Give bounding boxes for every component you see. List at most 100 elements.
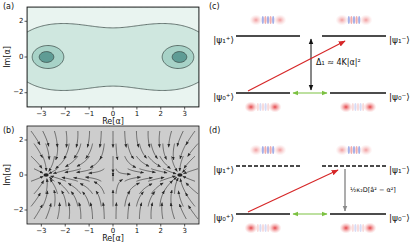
tick-label: −3 <box>36 111 46 118</box>
stream-line <box>54 190 55 206</box>
stream-line <box>139 184 152 194</box>
axis-label: Re[α] <box>102 118 124 126</box>
stream-line <box>179 204 186 219</box>
stream-line <box>139 203 141 219</box>
stream-line <box>136 131 138 147</box>
interference-fringe <box>262 16 264 24</box>
stream-line <box>43 191 48 207</box>
stream-line <box>46 203 51 219</box>
tick-label: 2 <box>159 111 163 118</box>
cat-state-icon <box>245 223 282 234</box>
stream-line <box>169 131 172 147</box>
state-label: |ψ₀⁺⟩ <box>213 214 234 223</box>
axis-label: Im[α] <box>4 46 12 68</box>
coherent-blob <box>360 145 373 156</box>
stream-line <box>188 206 198 219</box>
tick-label: 0 <box>19 172 23 179</box>
interference-fringe <box>362 103 364 111</box>
interference-fringe <box>262 146 264 154</box>
stream-line <box>62 191 67 207</box>
tick-mark <box>41 107 42 110</box>
coherent-blob <box>250 145 263 156</box>
stream-line <box>163 144 167 160</box>
cat-state-icon <box>336 145 373 156</box>
interference-fringe <box>264 146 266 154</box>
interference-fringe <box>362 224 364 232</box>
axis-label: Re[α] <box>102 235 124 243</box>
stream-line <box>139 144 146 159</box>
stream-line <box>94 182 104 194</box>
stream-line <box>77 156 90 166</box>
contour-level <box>27 7 199 107</box>
axis-label: Im[α] <box>4 164 12 186</box>
stream-line <box>66 131 68 147</box>
interference-fringe <box>267 224 269 232</box>
stream-line <box>113 131 114 148</box>
stream-line <box>100 131 102 147</box>
interference-fringe <box>267 103 269 111</box>
stream-line <box>162 203 163 219</box>
stream-line <box>56 156 67 168</box>
stream-line <box>31 156 42 168</box>
state-label: |ψ₁⁻⟩ <box>389 166 410 175</box>
interference-fringe <box>272 16 274 24</box>
stream-line <box>148 192 155 207</box>
stream-line <box>125 131 127 147</box>
stream-line <box>180 156 184 171</box>
panel-letter: (b) <box>3 127 14 135</box>
tick-label: 2 <box>19 18 23 25</box>
interference-fringe <box>267 146 269 154</box>
transition-arrow <box>344 169 345 211</box>
stream-line <box>160 156 171 168</box>
interference-fringe <box>270 16 272 24</box>
tick-label: −1 <box>84 228 94 235</box>
stream-line <box>46 144 50 160</box>
stream-line <box>89 169 105 173</box>
tick-mark <box>25 92 28 93</box>
interference-fringe <box>353 16 355 24</box>
stream-line <box>173 144 174 160</box>
stream-line <box>82 192 89 207</box>
stream-line <box>136 156 149 166</box>
stream-line <box>76 131 78 147</box>
tick-label: −1 <box>84 111 94 118</box>
state-label: |ψ₁⁺⟩ <box>213 36 234 45</box>
interference-fringe <box>357 103 359 111</box>
coherent-blob <box>364 102 377 113</box>
tick-label: 1 <box>135 228 139 235</box>
state-label: |ψ₀⁻⟩ <box>389 214 410 223</box>
stream-line <box>53 169 69 174</box>
interference-fringe <box>348 16 350 24</box>
stream-line <box>113 175 114 182</box>
energy-level <box>236 165 300 167</box>
stream-line <box>86 144 93 159</box>
coherent-blob <box>250 15 263 26</box>
stream-line <box>49 177 54 181</box>
tick-mark <box>113 224 114 227</box>
stream-line <box>148 131 150 147</box>
coherent-blob <box>269 223 282 234</box>
tick-label: 0 <box>111 228 115 235</box>
stream-line <box>46 179 48 194</box>
interference-fringe <box>353 146 355 154</box>
stream-line <box>77 169 93 173</box>
interference-fringe <box>259 103 261 111</box>
interference-fringe <box>272 146 274 154</box>
transition-arrow <box>311 39 312 90</box>
dissipator-label: ½κ₂D[â² − α²] <box>349 187 397 194</box>
interference-fringe <box>262 224 264 232</box>
energy-level <box>330 92 386 94</box>
tick-mark <box>25 21 28 22</box>
fixed-point <box>44 173 49 177</box>
tick-label: −3 <box>36 228 46 235</box>
state-label: |ψ₁⁻⟩ <box>389 36 410 45</box>
energy-level <box>322 35 386 37</box>
coherent-blob <box>360 15 373 26</box>
stream-line <box>151 203 152 219</box>
stream-line <box>34 169 43 173</box>
stream-line <box>49 156 55 171</box>
stream-line <box>34 205 42 219</box>
stream-line <box>128 144 134 159</box>
tick-mark <box>89 224 90 227</box>
stream-plot <box>27 126 199 224</box>
